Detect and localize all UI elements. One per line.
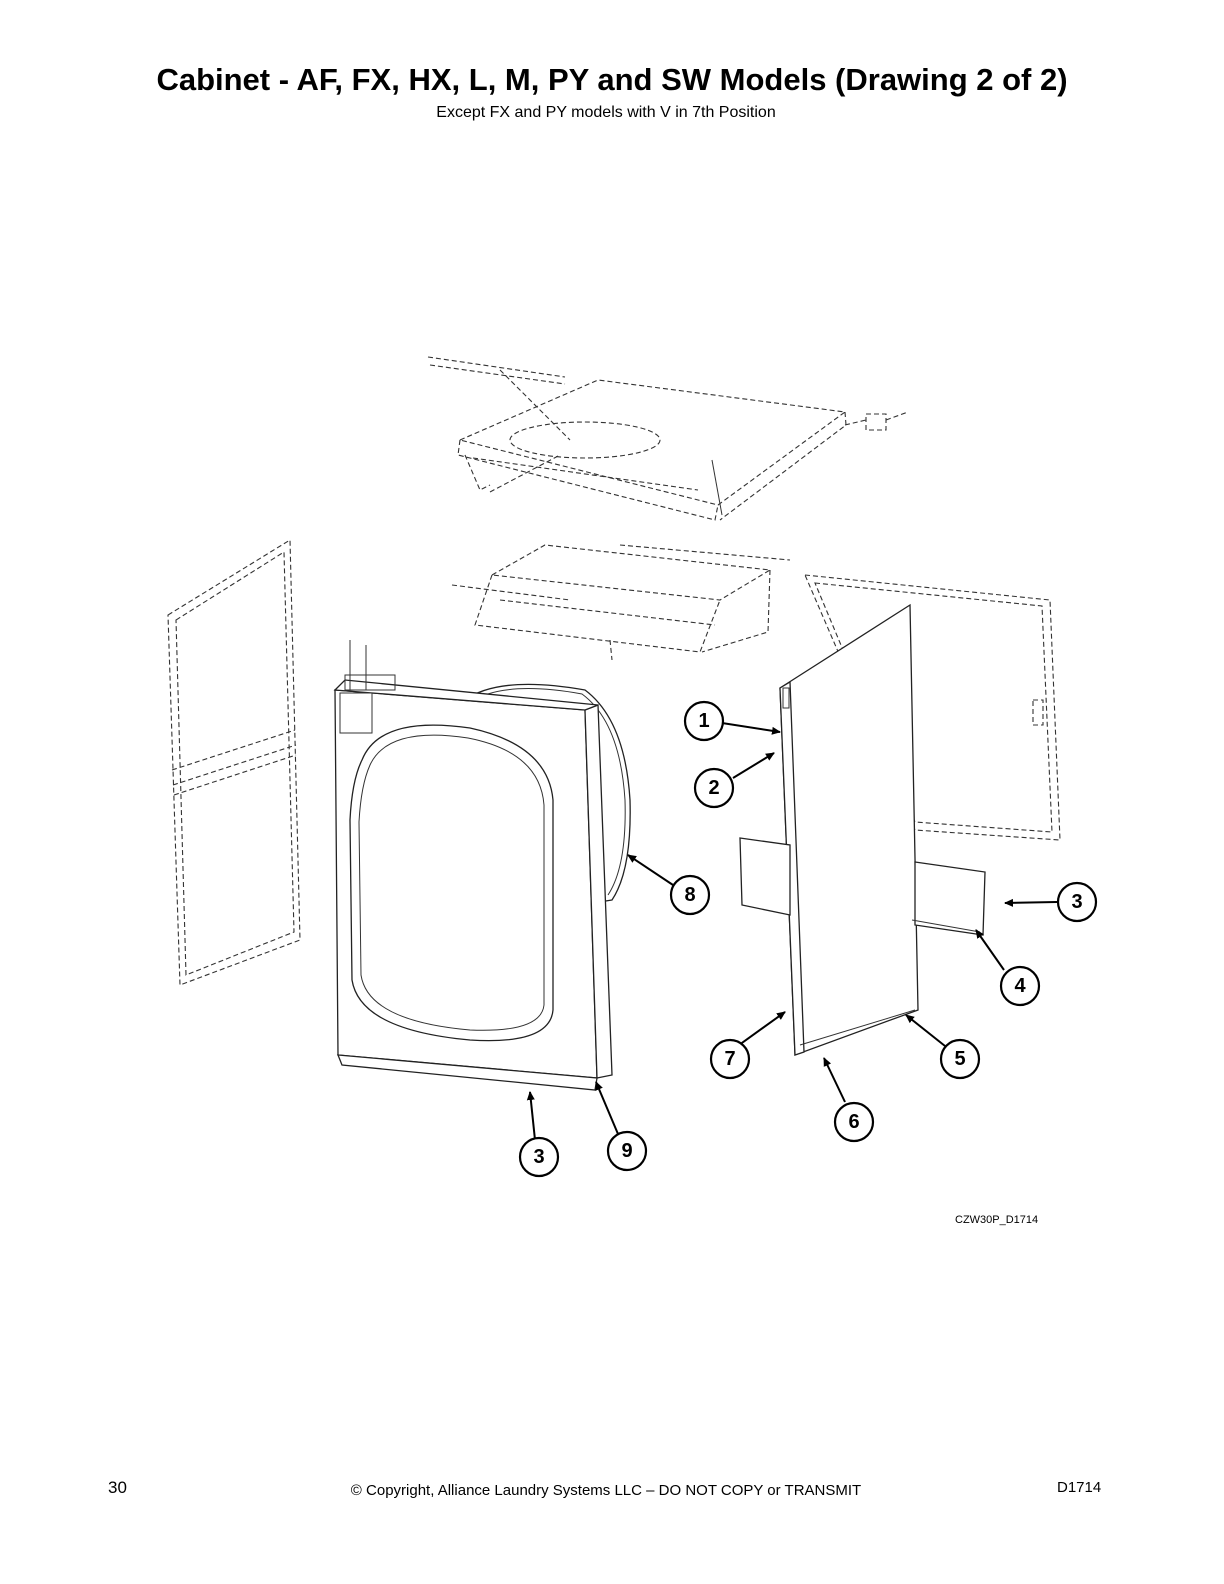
callout-3-right: 3	[1056, 881, 1098, 923]
callout-4: 4	[999, 965, 1041, 1007]
front-panel	[333, 640, 613, 1091]
side-panel	[779, 603, 919, 1056]
callout-2: 2	[693, 767, 735, 809]
svg-text:2: 2	[708, 777, 719, 799]
callout-6: 6	[833, 1101, 875, 1143]
svg-text:8: 8	[684, 884, 695, 906]
svg-text:4: 4	[1014, 975, 1026, 997]
control-chassis	[451, 544, 791, 661]
copyright-notice: © Copyright, Alliance Laundry Systems LL…	[350, 1482, 862, 1499]
svg-text:3: 3	[1071, 891, 1082, 913]
callout-8: 8	[669, 874, 711, 916]
page-title: Cabinet - AF, FX, HX, L, M, PY and SW Mo…	[156, 62, 1068, 97]
drawing-id: CZW30P_D1714	[955, 1214, 1039, 1226]
svg-text:1: 1	[698, 710, 709, 732]
callout-1: 1	[683, 700, 725, 742]
top-panel	[427, 356, 909, 521]
svg-text:5: 5	[954, 1048, 965, 1070]
page-subtitle: Except FX and PY models with V in 7th Po…	[436, 104, 776, 121]
document-code: D1714	[1057, 1479, 1102, 1496]
svg-text:6: 6	[848, 1111, 859, 1133]
svg-text:7: 7	[724, 1048, 735, 1070]
callout-3-bottom: 3	[518, 1136, 560, 1178]
svg-text:3: 3	[533, 1146, 544, 1168]
left-side-frame	[167, 539, 301, 986]
leader-lines	[526, 722, 1058, 1141]
page-number: 30	[108, 1478, 127, 1497]
callout-7: 7	[709, 1038, 751, 1080]
svg-text:9: 9	[621, 1140, 632, 1162]
mounting-bracket	[739, 837, 986, 936]
callout-5: 5	[939, 1038, 981, 1080]
callout-9: 9	[606, 1130, 648, 1172]
